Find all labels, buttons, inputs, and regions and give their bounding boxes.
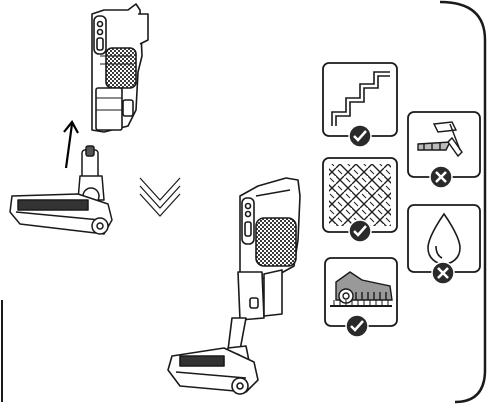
panel-liquids: [407, 204, 481, 285]
panel-parquet-floor: [322, 157, 398, 243]
panel-stairs: [322, 62, 398, 148]
vacuum-assembled: [167, 177, 301, 395]
hammer-nail-icon: [417, 121, 463, 158]
chevron-down-double-icon: [139, 177, 181, 217]
vacuum-body-top: [91, 3, 149, 133]
x-circle-icon: [431, 261, 455, 285]
page-border: [439, 0, 487, 404]
stairs-icon: [331, 71, 390, 126]
parquet-floor-icon: [329, 164, 391, 226]
panel-nails-and-screws: [407, 111, 481, 189]
check-circle-icon: [345, 314, 369, 338]
panel-carpet: [324, 257, 398, 338]
carpet-brush-icon: [330, 271, 393, 307]
check-circle-icon: [348, 219, 372, 243]
x-circle-icon: [429, 165, 453, 189]
brush-head-detached: [9, 145, 113, 235]
insert-arrow-icon: [63, 120, 79, 169]
check-circle-icon: [348, 124, 372, 148]
